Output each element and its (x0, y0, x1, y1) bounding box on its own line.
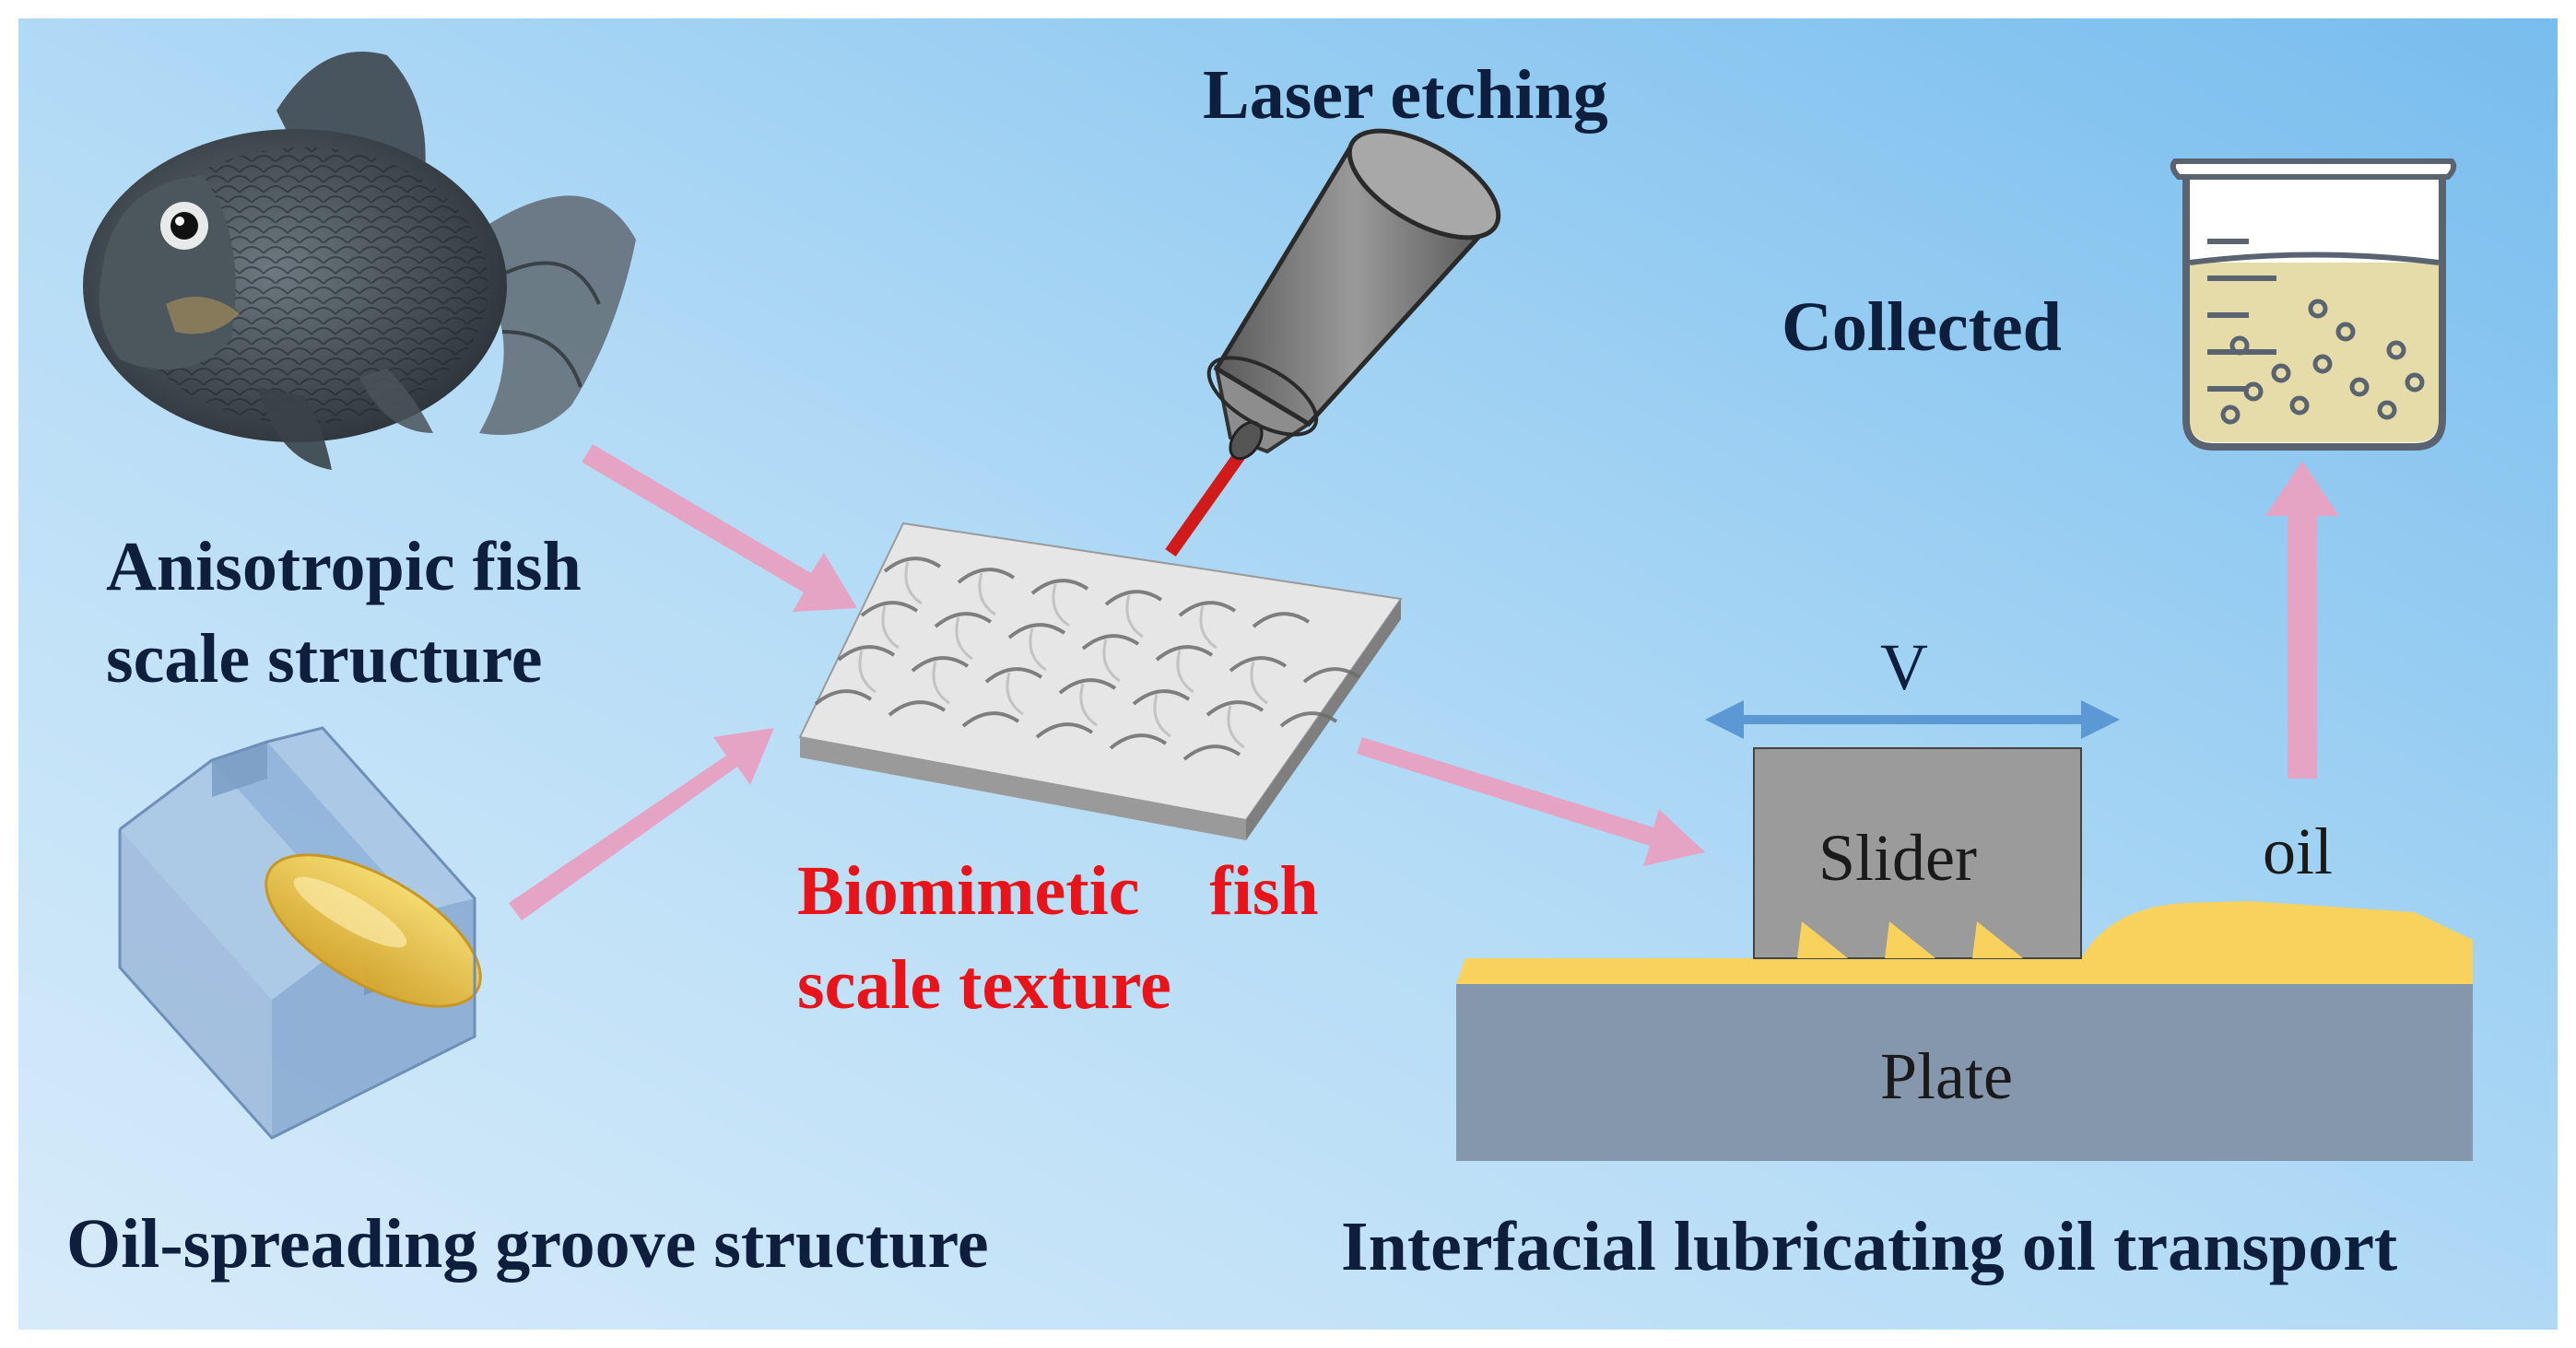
goldfish-photo (83, 52, 636, 470)
texture-tooth-1 (1797, 921, 1848, 958)
oil-label: oil (2263, 815, 2333, 888)
texture-label-line1: Biomimetic fish (797, 852, 1319, 930)
fish-scale-plate-icon (798, 522, 1403, 840)
texture-tooth-2 (1885, 921, 1935, 958)
velocity-label: V (1880, 630, 1928, 704)
velocity-arrow (1705, 700, 2120, 739)
plate-block (1456, 984, 2473, 1161)
collected-label: Collected (1782, 288, 2062, 366)
fish-structure-label-line1: Anisotropic fish (106, 528, 582, 605)
oil-film-right (2081, 901, 2473, 984)
oil-film-left (1456, 958, 1754, 984)
arrow-up-to-beaker (2265, 461, 2339, 779)
fish-structure-label-line2: scale structure (106, 620, 542, 697)
groove-block-icon (118, 726, 482, 1140)
arrow-plate-to-slider (1357, 737, 1705, 866)
plate-label: Plate (1880, 1039, 2013, 1113)
laser-etching-label: Laser etching (1203, 56, 1608, 134)
texture-tooth-3 (1972, 921, 2023, 958)
process-arrows (509, 444, 2339, 920)
slider-label: Slider (1818, 821, 1977, 895)
slider-block (1753, 747, 2082, 959)
texture-label-line2: scale texture (797, 946, 1171, 1024)
arrow-groove-to-plate (509, 728, 774, 920)
tribology-schematic (1456, 700, 2473, 1161)
laser-beam (1165, 438, 1254, 557)
transport-label: Interfacial lubricating oil transport (1341, 1208, 2397, 1285)
groove-structure-label: Oil-spreading groove structure (66, 1205, 989, 1283)
oil-film-under-slider (1754, 958, 2081, 984)
beaker-icon (2170, 158, 2457, 451)
laser-head-icon (1165, 128, 1501, 557)
arrow-fish-to-plate (582, 444, 857, 612)
